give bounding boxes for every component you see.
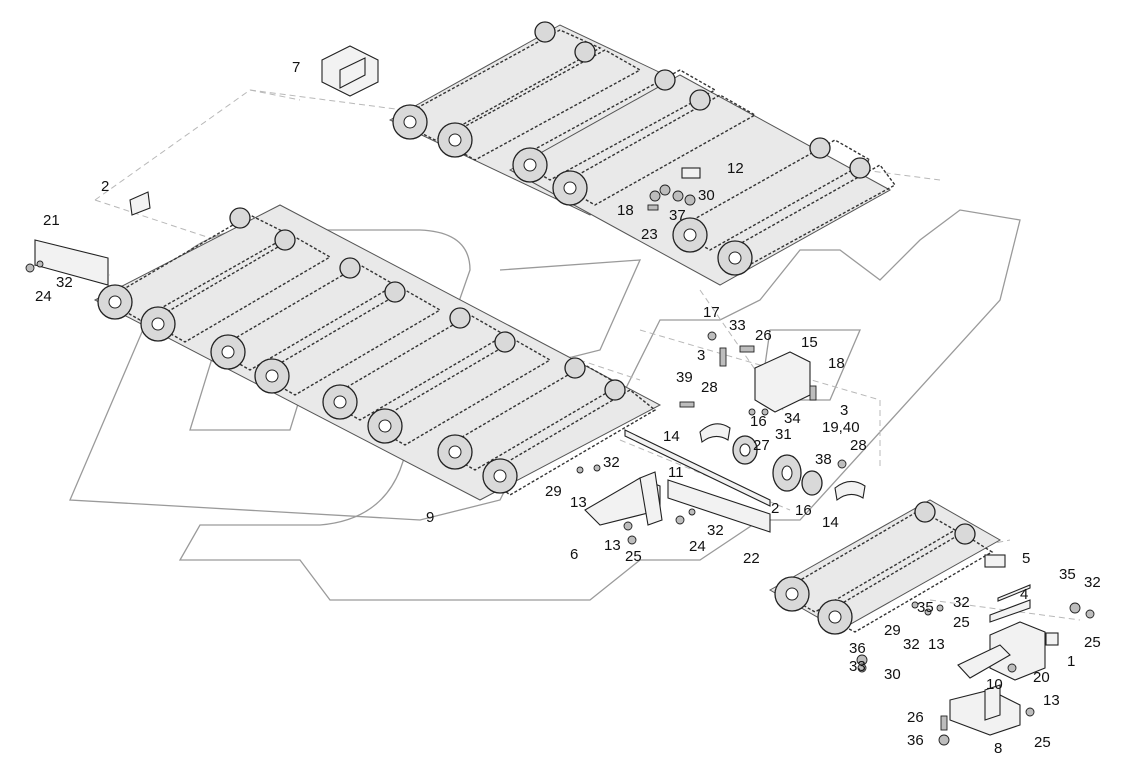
callout-label: 28	[850, 437, 867, 454]
bracket-part-7	[321, 45, 379, 97]
callout-label: 11	[668, 464, 684, 481]
callout-label: 32	[707, 522, 724, 539]
bracket-part-8	[949, 684, 1021, 736]
callout-labels: 7 2 21 32 24 12 30 18 37 23 17 33 26 15 …	[35, 59, 1101, 757]
clamp-part-14	[699, 423, 866, 501]
upper-chain-assembly	[388, 21, 897, 286]
callout-label: 2	[771, 500, 779, 517]
lower-chain-assembly	[768, 499, 1006, 635]
callout-label: 32	[953, 594, 970, 611]
callout-label: 34	[784, 410, 801, 427]
callout-label: 14	[822, 514, 839, 531]
callout-label: 15	[801, 334, 818, 351]
plate-part-22	[667, 479, 771, 533]
callout-label: 38	[815, 451, 832, 468]
callout-label: 31	[775, 426, 792, 443]
callout-label: 39	[676, 369, 693, 386]
callout-label: 20	[1033, 669, 1050, 686]
housing-part-15	[754, 351, 811, 413]
callout-label: 18	[617, 202, 634, 219]
callout-label: 26	[755, 327, 772, 344]
callout-label: 28	[701, 379, 718, 396]
callout-label: 27	[753, 437, 770, 454]
callout-label: 6	[570, 546, 578, 563]
callout-label: 13	[928, 636, 945, 653]
arm-part-6	[584, 471, 663, 526]
fasteners-mid	[576, 331, 847, 545]
gear-hub-part-27	[732, 435, 758, 465]
callout-label: 22	[743, 550, 760, 567]
callout-label: 13	[604, 537, 621, 554]
callout-label: 32	[1084, 574, 1101, 591]
callout-label: 10	[986, 676, 1003, 693]
callout-label: 32	[903, 636, 920, 653]
callout-label: 13	[1043, 692, 1060, 709]
callout-label: 23	[641, 226, 658, 243]
callout-label: 5	[1022, 550, 1030, 567]
callout-label: 18	[828, 355, 845, 372]
callout-label: 24	[689, 538, 706, 555]
callout-label: 4	[1020, 586, 1028, 603]
fasteners-left	[25, 260, 44, 273]
main-chain-assembly	[93, 204, 662, 501]
callout-label: 3	[840, 402, 848, 419]
callout-label: 37	[669, 207, 686, 224]
arm-part-10	[957, 644, 1011, 679]
callout-label: 24	[35, 288, 52, 305]
callout-label: 26	[907, 709, 924, 726]
callout-label: 29	[884, 622, 901, 639]
fasteners-lower-right	[856, 601, 1095, 746]
callout-label: 33	[729, 317, 746, 334]
bracket-part-2-left	[129, 191, 151, 216]
callout-label: 35	[1059, 566, 1076, 583]
callout-label: 33	[849, 658, 866, 675]
callout-label: 36	[907, 732, 924, 749]
rod-part-5	[997, 584, 1031, 602]
shaft-part-11	[624, 429, 771, 507]
callout-label: 32	[603, 454, 620, 471]
callout-label: 7	[292, 59, 300, 76]
callout-label: 30	[698, 187, 715, 204]
callout-label: 30	[884, 666, 901, 683]
callout-label: 25	[1084, 634, 1101, 651]
callout-label: 17	[703, 304, 720, 321]
callout-label: 1	[1067, 653, 1075, 670]
callout-label: 13	[570, 494, 587, 511]
callout-label: 3	[697, 347, 705, 364]
callout-label: 16	[750, 413, 767, 430]
callout-label: 25	[1034, 734, 1051, 751]
clip-part-12	[681, 167, 701, 179]
callout-label: 16	[795, 502, 812, 519]
bracket-part-1	[989, 621, 1059, 681]
callout-label: 9	[426, 509, 434, 526]
callout-label: 25	[625, 548, 642, 565]
callout-label: 36	[849, 640, 866, 657]
callout-label: 29	[545, 483, 562, 500]
callout-label: 32	[56, 274, 73, 291]
sprocket-part-38	[772, 454, 802, 492]
bearing-part-16	[801, 470, 823, 496]
callout-label: 25	[953, 614, 970, 631]
callout-label: 2	[101, 178, 109, 195]
plate-part-21	[34, 239, 109, 286]
callout-label: 8	[994, 740, 1002, 757]
callout-label: 21	[43, 212, 60, 229]
callout-label: 12	[727, 160, 744, 177]
callout-label: 35	[917, 599, 934, 616]
callout-label: 19,40	[822, 419, 860, 436]
fasteners-upper-mid	[647, 184, 696, 211]
callout-label: 14	[663, 428, 680, 445]
plate-part-4	[989, 599, 1031, 623]
